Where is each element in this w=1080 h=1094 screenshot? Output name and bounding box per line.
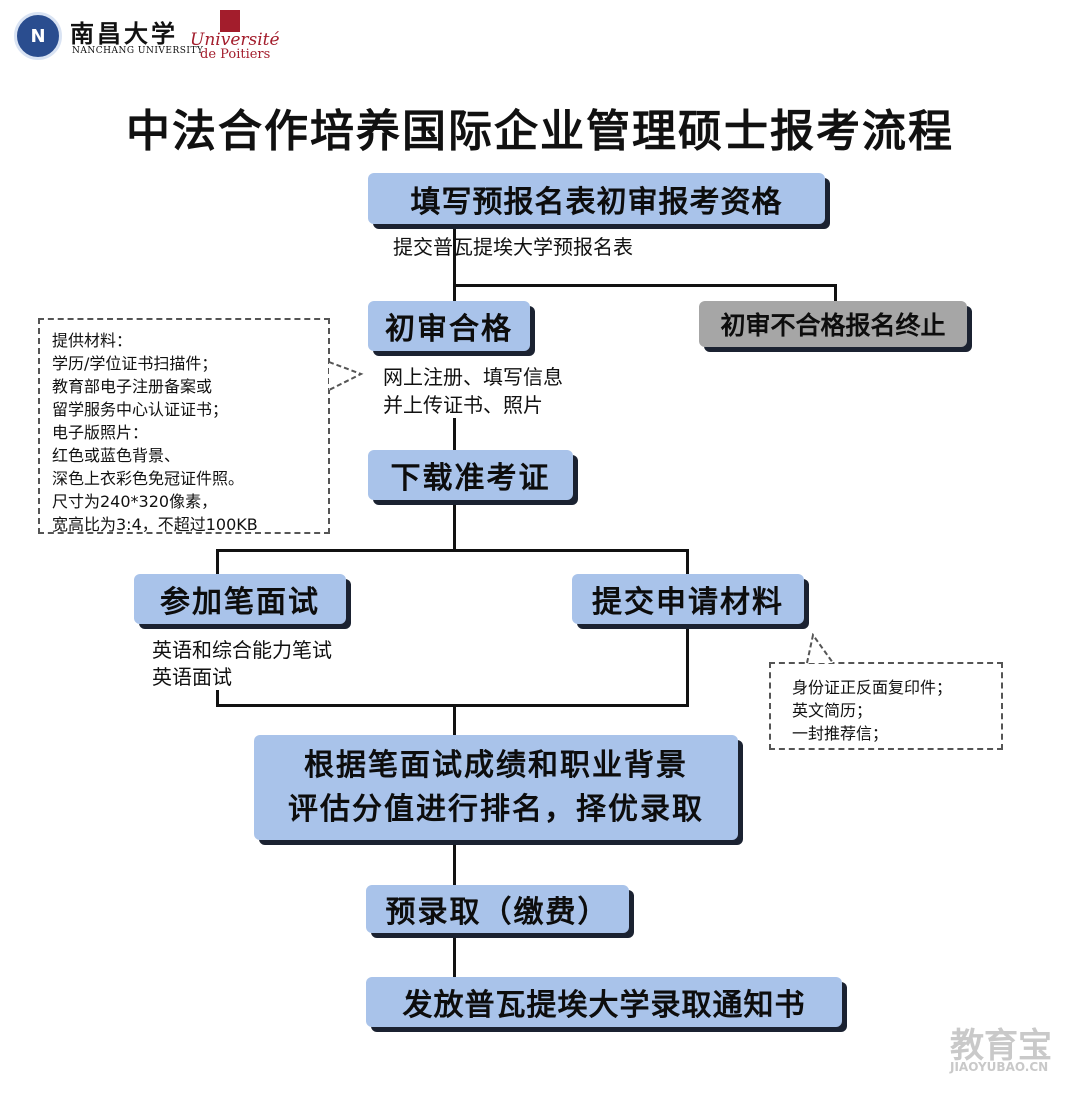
step-submit-materials: 提交申请材料 [572,574,804,624]
nanchang-university-seal-icon: N [14,12,62,60]
step-written-interview: 参加笔面试 [134,574,346,624]
connector [216,549,688,552]
callout-left-line: 尺寸为240*320像素， [52,492,218,511]
exam-note-line1: 英语和综合能力笔试 [152,638,332,662]
callout-left-line: 红色或蓝色背景、 [52,446,181,465]
callout-pointer [328,361,364,391]
nanchang-university-name-en: NANCHANG UNIVERSITY [72,46,204,56]
connector [686,549,689,575]
poitiers-crest-icon [220,10,240,32]
connector [453,225,456,301]
callout-left-line: 宽高比为3:4，不超过100KB [52,515,258,534]
callout-left-line: 学历/学位证书扫描件； [52,354,218,373]
callout-right-line: 身份证正反面复印件； [792,678,953,697]
step-admission-notice: 发放普瓦提埃大学录取通知书 [366,977,842,1027]
pass-note-line1: 网上注册、填写信息 [383,365,563,389]
connector [216,690,219,706]
connector [686,627,689,706]
connector [216,549,219,575]
connector [216,704,689,707]
callout-pointer [806,633,834,664]
watermark-logo: 教育宝 [950,1026,1052,1066]
callout-right-line: 一封推荐信； [792,724,889,743]
callout-left-text: 提供材料： 学历/学位证书扫描件； 教育部电子注册备案或 留学服务中心认证证书；… [52,329,258,536]
poitiers-logo-line1: Université [190,30,280,50]
connector [453,935,456,978]
step-download-admission-ticket: 下载准考证 [368,450,573,500]
watermark-url: JIAOYUBAO.CN [950,1060,1049,1074]
callout-right-text: 身份证正反面复印件； 英文简历； 一封推荐信； [792,676,952,745]
ranking-line2: 评估分值进行排名，择优录取 [288,791,704,827]
callout-left-line: 深色上衣彩色免冠证件照。 [52,469,245,488]
nanchang-university-name: 南昌大学 [70,19,178,48]
connector [453,418,456,454]
step-ranking: 根据笔面试成绩和职业背景 评估分值进行排名，择优录取 [254,735,738,840]
callout-left-line: 教育部电子注册备案或 [52,377,213,396]
step-pre-admission: 预录取（缴费） [366,885,629,933]
poitiers-logo-line2: de Poitiers [200,47,271,62]
page-title: 中法合作培养国际企业管理硕士报考流程 [126,106,954,157]
connector [453,505,456,551]
ranking-line1: 根据笔面试成绩和职业背景 [304,747,688,783]
connector [453,704,456,736]
connector [453,844,456,886]
exam-note-line2: 英语面试 [152,665,232,689]
step-fill-preregistration: 填写预报名表初审报考资格 [368,173,825,224]
callout-left-line: 留学服务中心认证证书； [52,400,229,419]
callout-submit-materials [769,662,1003,750]
callout-left-line: 提供材料： [52,331,133,350]
pass-note-line2: 并上传证书、照片 [383,393,543,417]
connector [453,284,837,287]
callout-right-line: 英文简历； [792,701,873,720]
connector [834,284,837,302]
step-initial-review-fail: 初审不合格报名终止 [699,301,967,347]
callout-required-materials [38,318,330,534]
step-initial-review-pass: 初审合格 [368,301,530,351]
callout-left-line: 电子版照片： [52,423,149,442]
step-fill-preregistration-note: 提交普瓦提埃大学预报名表 [393,235,633,259]
